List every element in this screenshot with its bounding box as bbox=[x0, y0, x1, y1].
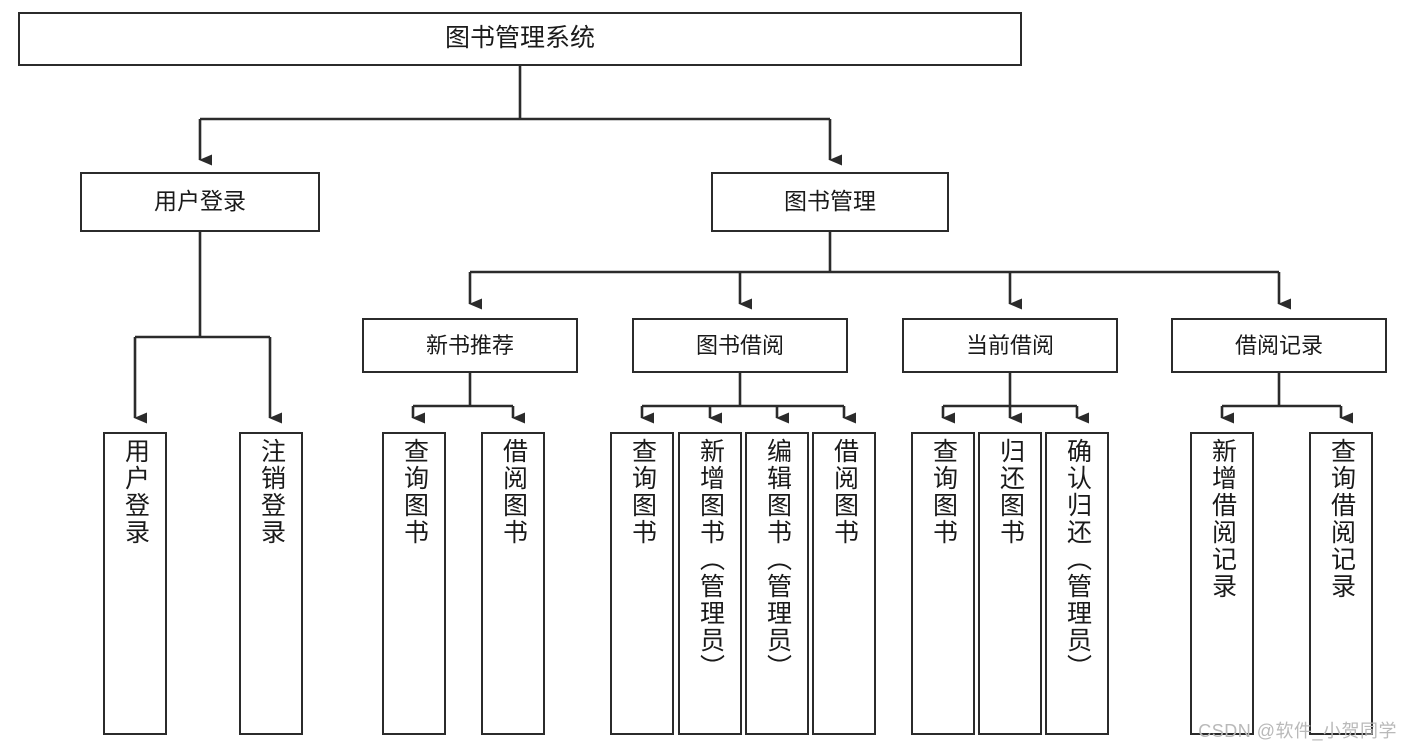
leaf-edit-book[interactable]: 编辑图书（管理员） bbox=[745, 432, 809, 735]
node-book-management[interactable]: 图书管理 bbox=[711, 172, 949, 232]
leaf-query-book-2[interactable]: 查询图书 bbox=[610, 432, 674, 735]
leaf-query-book-3-label: 查询图书 bbox=[929, 438, 958, 546]
leaf-borrow-book-2-label: 借阅图书 bbox=[830, 438, 859, 546]
node-book-management-label: 图书管理 bbox=[784, 188, 876, 215]
leaf-user-logout-label: 注销登录 bbox=[257, 438, 286, 546]
node-current-borrow-label: 当前借阅 bbox=[965, 332, 1054, 358]
leaf-add-book-label: 新增图书（管理员） bbox=[696, 438, 725, 681]
leaf-borrow-book-1-label: 借阅图书 bbox=[499, 438, 528, 546]
leaf-return-book[interactable]: 归还图书 bbox=[978, 432, 1042, 735]
leaf-add-book[interactable]: 新增图书（管理员） bbox=[678, 432, 742, 735]
leaf-return-book-label: 归还图书 bbox=[996, 438, 1025, 546]
leaf-confirm-return[interactable]: 确认归还（管理员） bbox=[1045, 432, 1109, 735]
leaf-query-book-1-label: 查询图书 bbox=[400, 438, 429, 546]
node-book-borrow-label: 图书借阅 bbox=[695, 332, 784, 358]
watermark: CSDN @软件_小贺同学 bbox=[1198, 721, 1397, 741]
leaf-add-record-label: 新增借阅记录 bbox=[1208, 438, 1237, 600]
node-new-book-recommend[interactable]: 新书推荐 bbox=[362, 318, 578, 373]
leaf-confirm-return-label: 确认归还（管理员） bbox=[1063, 438, 1092, 681]
node-borrow-record[interactable]: 借阅记录 bbox=[1171, 318, 1387, 373]
leaf-query-record[interactable]: 查询借阅记录 bbox=[1309, 432, 1373, 735]
leaf-query-record-label: 查询借阅记录 bbox=[1327, 438, 1356, 600]
leaf-borrow-book-1[interactable]: 借阅图书 bbox=[481, 432, 545, 735]
node-root-label: 图书管理系统 bbox=[444, 24, 595, 53]
leaf-query-book-1[interactable]: 查询图书 bbox=[382, 432, 446, 735]
node-user-login-label: 用户登录 bbox=[154, 188, 246, 215]
leaf-borrow-book-2[interactable]: 借阅图书 bbox=[812, 432, 876, 735]
leaf-edit-book-label: 编辑图书（管理员） bbox=[763, 438, 792, 681]
node-book-borrow[interactable]: 图书借阅 bbox=[632, 318, 848, 373]
node-root[interactable]: 图书管理系统 bbox=[18, 12, 1022, 66]
node-user-login[interactable]: 用户登录 bbox=[80, 172, 320, 232]
leaf-user-login-label: 用户登录 bbox=[121, 438, 150, 546]
leaf-query-book-3[interactable]: 查询图书 bbox=[911, 432, 975, 735]
leaf-add-record[interactable]: 新增借阅记录 bbox=[1190, 432, 1254, 735]
node-borrow-record-label: 借阅记录 bbox=[1234, 332, 1323, 358]
node-current-borrow[interactable]: 当前借阅 bbox=[902, 318, 1118, 373]
node-new-book-recommend-label: 新书推荐 bbox=[425, 332, 514, 358]
leaf-query-book-2-label: 查询图书 bbox=[628, 438, 657, 546]
leaf-user-login[interactable]: 用户登录 bbox=[103, 432, 167, 735]
leaf-user-logout[interactable]: 注销登录 bbox=[239, 432, 303, 735]
